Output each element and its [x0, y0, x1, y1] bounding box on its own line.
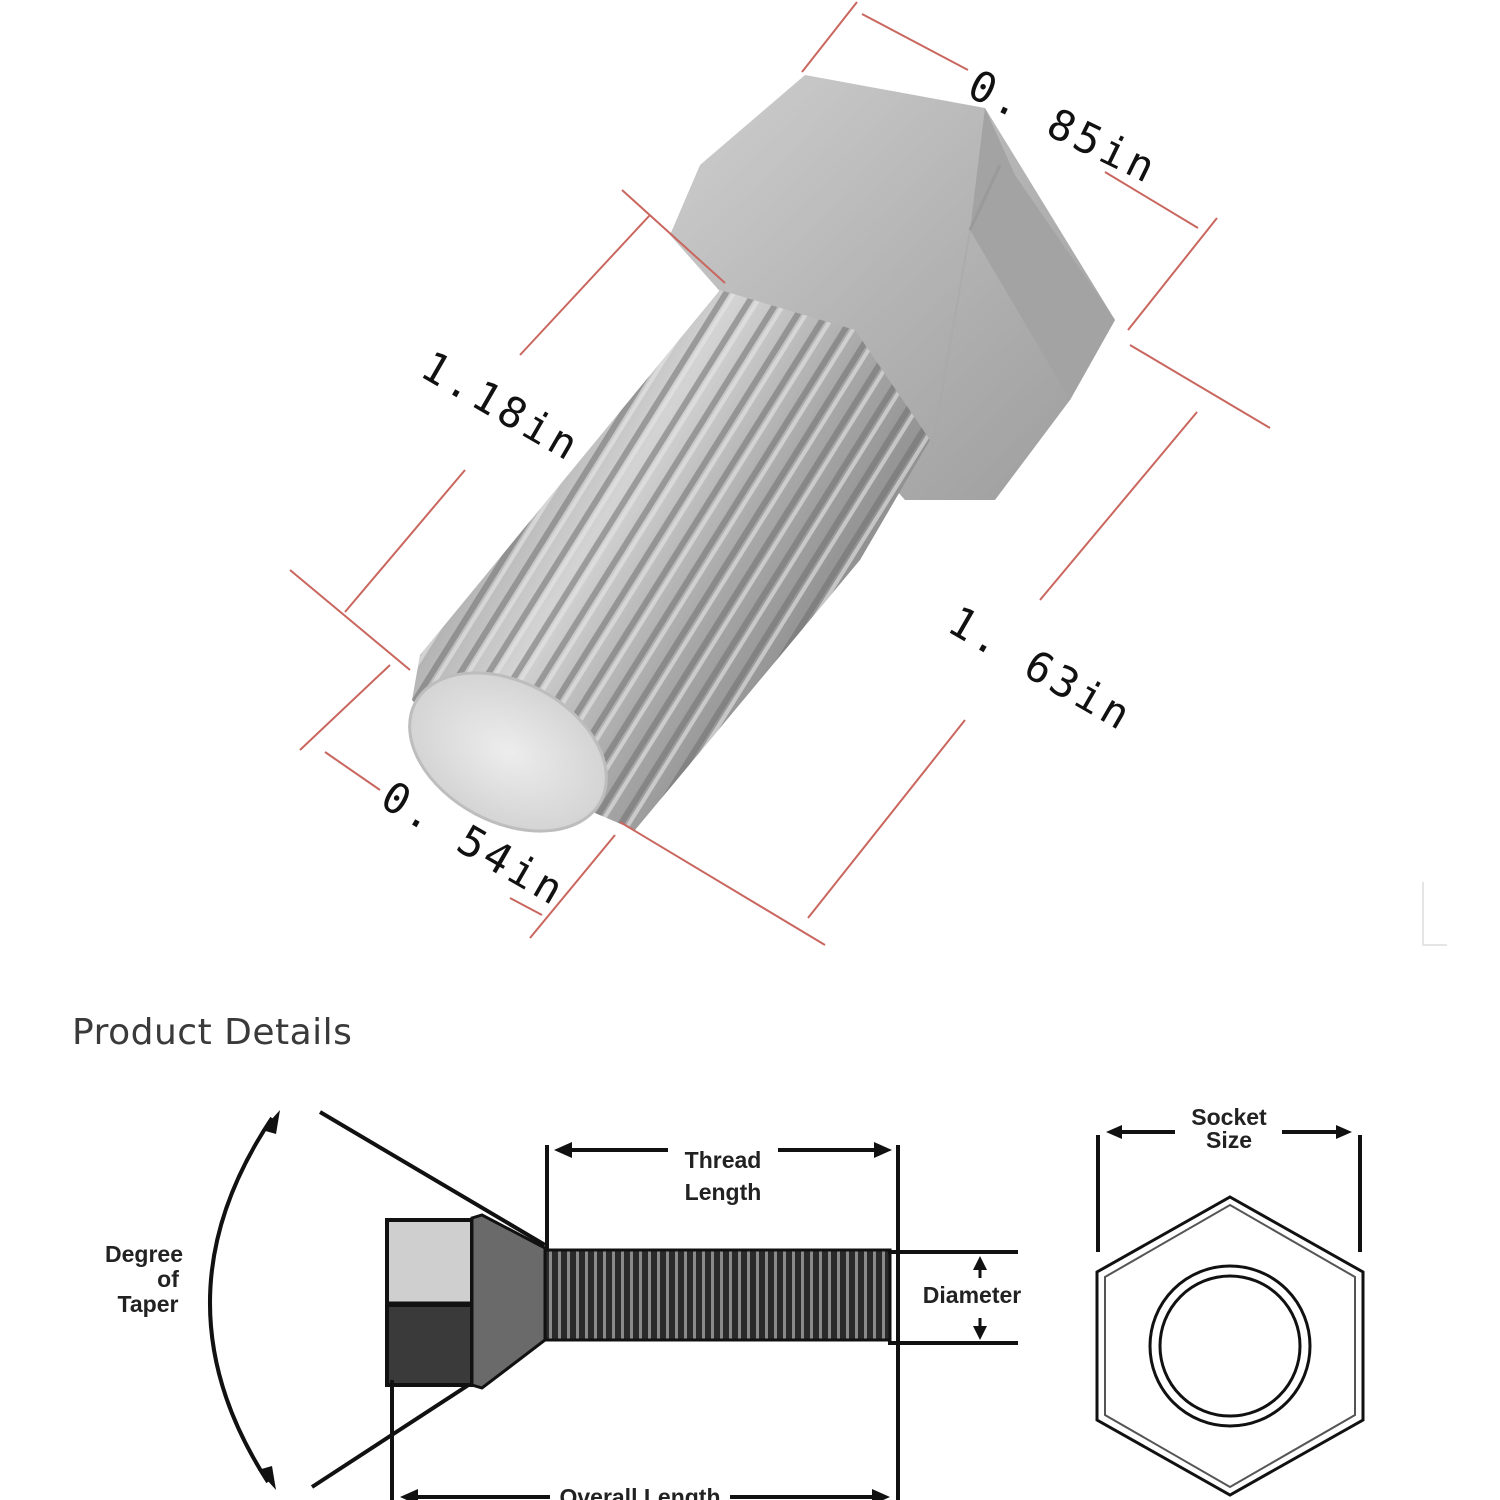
diagram-socket-bore: [1148, 1264, 1312, 1428]
dimension-lines: [289, 1, 1271, 946]
section-title: Product Details: [72, 1012, 353, 1053]
label-diameter: Diameter: [923, 1282, 1021, 1308]
diagram-labels: Degree of Taper Thread Length Diameter O…: [105, 1104, 1267, 1500]
label-size: Size: [1206, 1127, 1252, 1153]
taper-arc: [208, 1116, 274, 1484]
label-taper: Taper: [118, 1291, 179, 1317]
label-length: Length: [685, 1179, 762, 1205]
diagram-socket-hex: [1095, 1195, 1365, 1497]
dimension-overall-length: 1. 63in: [940, 596, 1142, 741]
bolt-hex-face: [970, 108, 1115, 400]
label-overall-length: Overall Length: [559, 1484, 720, 1500]
bolt-photo: [408, 75, 1115, 833]
dimension-thread-length: 1.18in: [413, 341, 590, 471]
technical-diagram: [208, 1110, 1365, 1500]
label-of: of: [157, 1266, 179, 1292]
diagram-threaded-shank: [543, 1248, 892, 1342]
bolt-tip: [409, 672, 607, 832]
label-socket: Socket: [1191, 1104, 1267, 1130]
diagram-taper-cone: [470, 1213, 547, 1390]
label-thread: Thread: [685, 1147, 762, 1173]
label-degree: Degree: [105, 1241, 183, 1267]
